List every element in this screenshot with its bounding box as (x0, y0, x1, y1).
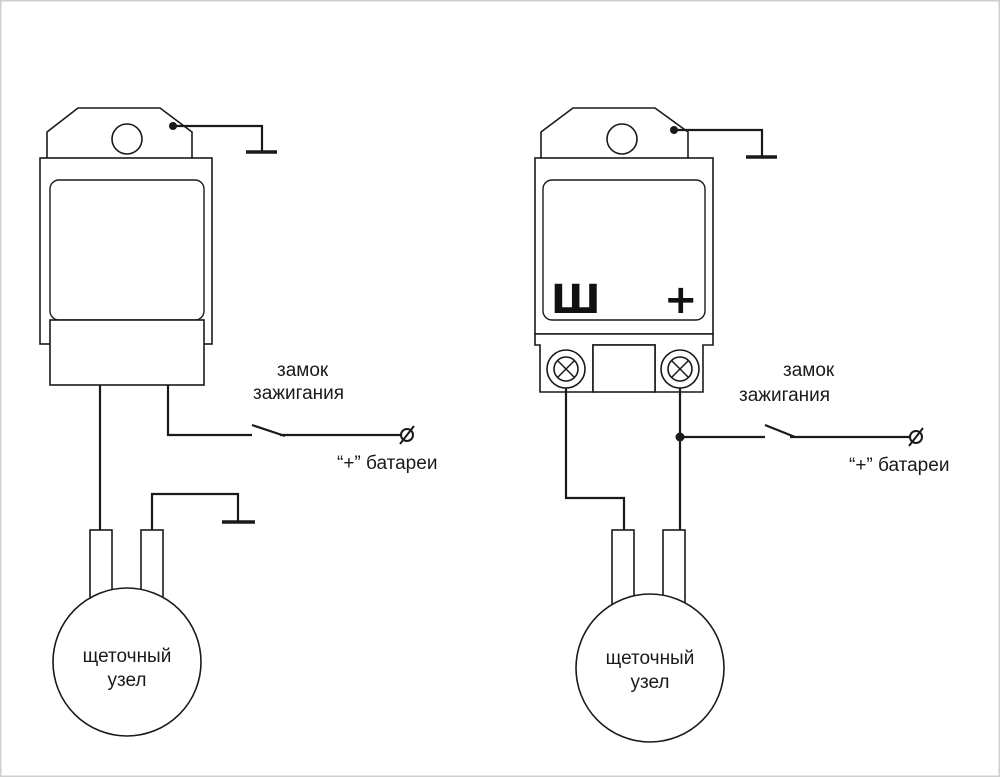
right-ignition-switch: замок зажигания “+” батареи (739, 360, 949, 476)
left-regulator (39, 107, 213, 386)
right-mount-hole (606, 123, 638, 155)
right-brush-assembly (575, 593, 725, 743)
left-ignition-switch: замок зажигания “+” батареи (251, 360, 437, 474)
right-brush-label-line1: щеточный (606, 648, 695, 669)
left-brush-assembly (52, 587, 202, 737)
left-regulator-face (49, 179, 205, 321)
right-ignition-label-line2: зажигания (739, 385, 830, 406)
right-wire-sh-to-brush (564, 388, 626, 530)
left-wire-to-switch (166, 385, 252, 437)
right-terminal-block-center (592, 344, 656, 393)
right-terminal-plus (660, 349, 700, 389)
right-regulator: Ш + (534, 107, 714, 393)
right-terminal-sh (546, 349, 586, 389)
right-brush-label-line2: узел (630, 672, 669, 693)
left-battery-label: “+” батареи (337, 453, 437, 474)
left-brush-label-line2: узел (107, 670, 146, 691)
left-diagram: замок зажигания “+” батареи щеточный узе… (39, 107, 437, 737)
right-battery-label: “+” батареи (849, 455, 949, 476)
right-brush-lead-2 (662, 529, 686, 607)
left-brush-ground-wire (150, 492, 240, 530)
left-regulator-base (49, 319, 205, 386)
right-ground-top (670, 126, 777, 159)
right-regulator-face (542, 179, 706, 321)
terminal-plus-label: + (664, 277, 698, 323)
right-ignition-label-line1: замок (783, 360, 835, 381)
left-brush-label-line1: щеточный (83, 646, 172, 667)
left-ground-top (169, 122, 277, 154)
left-mount-hole (111, 123, 143, 155)
right-brush-lead-1 (611, 529, 635, 607)
right-diagram: Ш + замок зажигания “+” батареи щеточны (534, 107, 949, 743)
left-ignition-label-line2: зажигания (253, 383, 344, 404)
terminal-sh-label: Ш (551, 277, 600, 323)
left-ignition-label-line1: замок (277, 360, 329, 381)
